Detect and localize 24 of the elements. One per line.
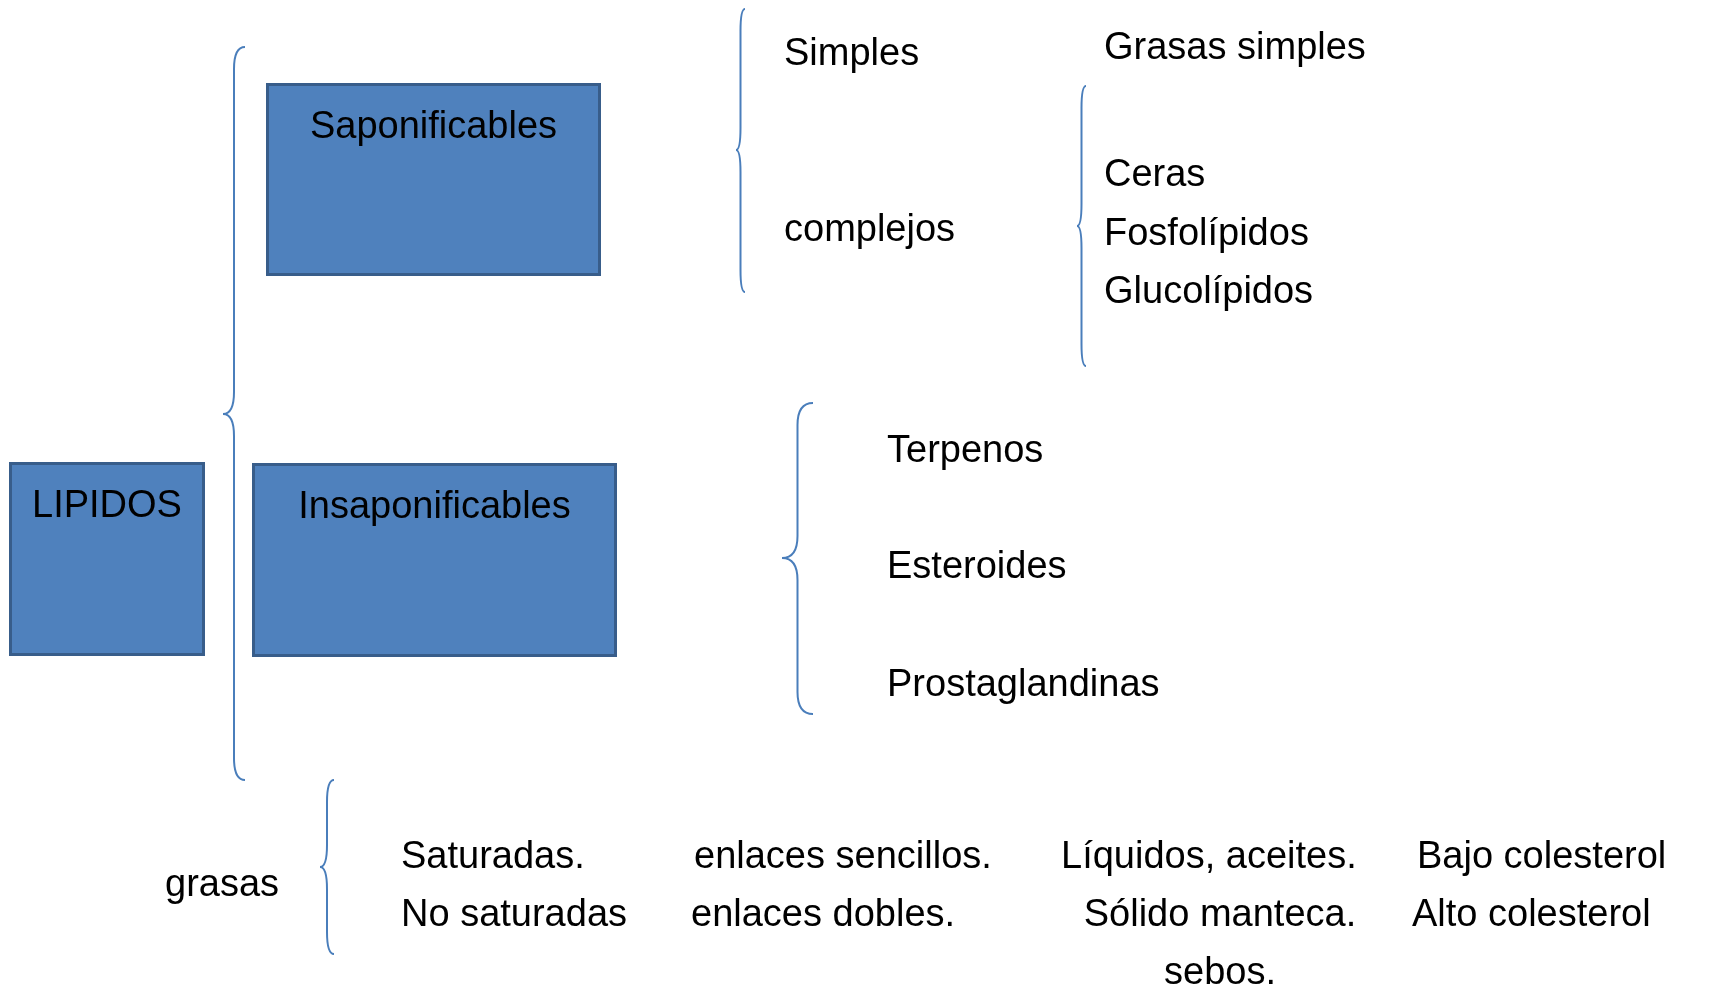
category-box (9, 462, 205, 656)
category-title: LIPIDOS (32, 483, 182, 525)
label-text: Simples (784, 30, 920, 74)
label-text: No saturadas (401, 891, 627, 935)
label-text: Bajo colesterol (1417, 833, 1667, 877)
label-text: Saturadas. (401, 833, 585, 877)
category-box (266, 83, 601, 276)
label-text: grasas (165, 861, 280, 905)
label-text: enlaces dobles. (691, 891, 956, 935)
label-text: Esteroides (887, 543, 1067, 587)
label-text: Líquidos, aceites. (1061, 833, 1357, 877)
label-text: Grasas simples (1104, 24, 1366, 68)
label-text: Alto colesterol (1412, 891, 1651, 935)
label-text: complejos (784, 206, 956, 250)
label-text: Fosfolípidos (1104, 210, 1309, 254)
label-text: enlaces sencillos. (694, 833, 992, 877)
label-text: Terpenos (887, 427, 1044, 471)
label-text: Glucolípidos (1104, 268, 1314, 312)
label-text: Sólido manteca. sebos. (1082, 891, 1358, 991)
label-text: Prostaglandinas (887, 661, 1160, 705)
label-text: Ceras (1104, 151, 1206, 195)
category-box (252, 463, 617, 657)
category-title: Saponificables (309, 104, 558, 146)
category-title: Insaponificables (298, 484, 571, 526)
